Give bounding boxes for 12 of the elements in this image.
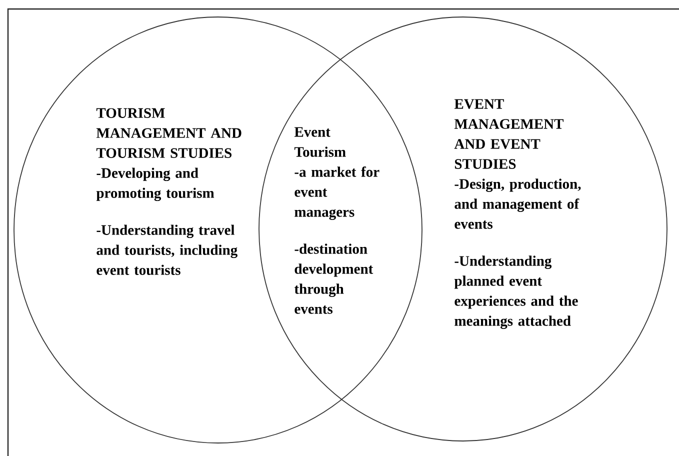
bullet-text: -Developing and promoting tourism [96, 168, 214, 201]
heading: TOURISM MANAGEMENT AND TOURISM STUDIES [96, 108, 242, 158]
bullet-text: -destination development through events [294, 244, 374, 314]
bullet-text: -a market for event managers [294, 166, 380, 220]
bullet-text: -Understanding planned event experiences and the meanings attached [454, 256, 578, 329]
venn-circle [14, 16, 422, 444]
bullet-text: -Understanding travel and tourists, including event tourists [96, 224, 238, 275]
bullet-text: -Design, production, and management of events [454, 178, 581, 229]
heading: Event Tourism [294, 127, 346, 157]
venn-circle [258, 16, 668, 442]
node-text: Event Tourism -a market for event managers -destination development through events [294, 127, 380, 314]
heading: EVENT MANAGEMENT AND EVENT STUDIES [454, 99, 564, 169]
